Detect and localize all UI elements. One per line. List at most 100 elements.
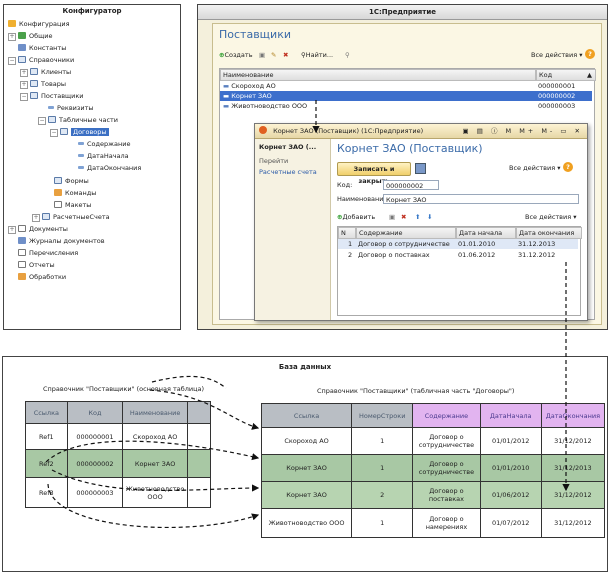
tree-catalogs[interactable]: −Справочники xyxy=(8,56,75,65)
tree-commands[interactable]: Команды xyxy=(54,188,96,199)
right-table-caption: Справочник "Поставщики" (табличная часть… xyxy=(317,387,515,395)
header-code[interactable]: Код▲ xyxy=(536,69,596,81)
all-actions-button[interactable]: Все действия ▾ xyxy=(531,51,583,59)
collapse-icon[interactable]: − xyxy=(20,93,28,101)
tree-date-end[interactable]: ДатаОкончания xyxy=(78,163,141,174)
form-sidebar: Корнет ЗАО (... Перейти Расчетные счета xyxy=(255,139,331,320)
attribute-icon xyxy=(78,154,84,157)
forms-icon xyxy=(54,177,62,184)
list-title: Поставщики xyxy=(219,28,291,41)
table-row[interactable]: ▬ Скороход АО 000000001 xyxy=(223,82,576,90)
name-label: Наименование: xyxy=(337,195,390,203)
col-end: ДатаОкончания xyxy=(540,403,606,428)
tree-templates[interactable]: Макеты xyxy=(54,200,91,211)
table-row-selected[interactable]: ▬ Корнет ЗАО 000000002 xyxy=(220,91,592,101)
tabular-icon xyxy=(48,116,56,123)
catalog-icon xyxy=(30,68,38,75)
name-field[interactable]: Корнет ЗАО xyxy=(383,194,579,204)
tree-common[interactable]: +Общие xyxy=(8,32,53,41)
tree-forms[interactable]: Формы xyxy=(54,176,89,187)
header-name[interactable]: Наименование xyxy=(220,69,536,81)
help-icon[interactable]: ? xyxy=(585,49,595,59)
templates-icon xyxy=(54,201,62,208)
database-title: База данных xyxy=(278,363,332,371)
sidebar-link-goto[interactable]: Перейти xyxy=(259,157,289,165)
collapse-icon[interactable]: − xyxy=(8,57,16,65)
contract-row[interactable]: 1 Договор о сотрудничестве 01.01.2010 31… xyxy=(338,239,578,249)
header-n[interactable]: N xyxy=(338,227,356,239)
code-label: Код: xyxy=(337,181,353,189)
form-window-title: Корнет ЗАО (Поставщик) (1С:Предприятие) xyxy=(273,127,424,135)
add-button[interactable]: ⊕Добавить xyxy=(337,213,376,221)
col-line: НомерСтроки xyxy=(351,403,414,428)
catalog-icon xyxy=(30,92,38,99)
tree-tabular-parts[interactable]: −Табличные части xyxy=(38,116,119,125)
tree-accounts[interactable]: +РасчетныеСчета xyxy=(32,213,110,222)
expand-icon[interactable]: + xyxy=(8,33,16,41)
item-icon: ▬ xyxy=(223,82,230,90)
tree-journals[interactable]: Журналы документов xyxy=(18,236,105,247)
tree-suppliers[interactable]: −Поставщики xyxy=(20,92,84,101)
move-down-icon[interactable]: ⬇ xyxy=(427,213,433,221)
tree-documents[interactable]: +Документы xyxy=(8,225,68,234)
item-icon: ▬ xyxy=(223,92,230,100)
expand-icon[interactable]: + xyxy=(8,226,16,234)
tabular-icon xyxy=(60,128,68,135)
form-all-actions-button[interactable]: Все действия ▾ xyxy=(509,164,561,172)
header-end[interactable]: Дата окончания xyxy=(516,227,582,239)
save-close-button[interactable]: Записать и закрыть xyxy=(337,162,411,185)
move-up-icon[interactable]: ⬆ xyxy=(415,213,421,221)
copy-icon[interactable]: ▣ xyxy=(259,51,266,59)
collapse-icon[interactable]: − xyxy=(38,117,46,125)
documents-icon xyxy=(18,225,26,232)
tree-processing[interactable]: Обработки xyxy=(18,272,66,283)
cancel-search-icon[interactable]: ⚲ xyxy=(345,51,350,59)
copy-row-icon[interactable]: ▣ xyxy=(389,213,396,221)
tree-goods[interactable]: +Товары xyxy=(20,80,67,89)
window-controls[interactable]: ▣ ▤ ⓘ M M+ M- ▭ ✕ xyxy=(462,127,583,135)
expand-icon[interactable]: + xyxy=(20,81,28,89)
sidebar-link-accounts[interactable]: Расчетные счета xyxy=(259,168,317,176)
find-button[interactable]: ⚲Найти... xyxy=(301,51,334,59)
tree-clients[interactable]: +Клиенты xyxy=(20,68,72,77)
tree-reports[interactable]: Отчеты xyxy=(18,260,55,271)
delete-row-icon[interactable]: ✖ xyxy=(401,213,407,221)
constants-icon xyxy=(18,44,26,51)
tree-contracts[interactable]: −Договоры xyxy=(50,128,109,137)
tree-attributes[interactable]: Реквизиты xyxy=(48,103,94,114)
delete-icon[interactable]: ✖ xyxy=(283,51,289,59)
tabular-table: Ссылка НомерСтроки Содержание ДатаНачала… xyxy=(260,403,606,538)
contract-row[interactable]: 2 Договор о поставках 01.06.2012 31.12.2… xyxy=(348,251,556,259)
enums-icon xyxy=(18,249,26,256)
expand-icon[interactable]: + xyxy=(20,69,28,77)
table-all-actions-button[interactable]: Все действия ▾ xyxy=(525,213,577,221)
tree-date-start[interactable]: ДатаНачала xyxy=(78,151,129,162)
save-icon[interactable] xyxy=(415,163,426,174)
col-start: ДатаНачала xyxy=(479,403,542,428)
tree-content[interactable]: Содержание xyxy=(78,139,130,150)
create-button[interactable]: ⊕Создать xyxy=(219,51,253,59)
common-icon xyxy=(18,32,26,39)
sort-icon: ▲ xyxy=(587,71,592,79)
collapse-icon[interactable]: − xyxy=(50,129,58,137)
config-icon xyxy=(8,20,16,27)
table-row[interactable]: ▬ Животноводство ООО 000000003 xyxy=(223,102,576,110)
form-help-icon[interactable]: ? xyxy=(563,162,573,172)
header-content[interactable]: Содержание xyxy=(356,227,456,239)
tree-root[interactable]: Конфигурация xyxy=(8,19,70,30)
code-field[interactable]: 000000002 xyxy=(383,180,439,190)
edit-icon[interactable]: ✎ xyxy=(271,51,277,59)
header-start[interactable]: Дата начала xyxy=(456,227,516,239)
tree-enums[interactable]: Перечисления xyxy=(18,248,78,259)
enterprise-title: 1С:Предприятие xyxy=(198,5,607,20)
form-heading: Корнет ЗАО (Поставщик) xyxy=(337,142,483,155)
expand-icon[interactable]: + xyxy=(32,214,40,222)
tree-constants[interactable]: Константы xyxy=(18,43,66,54)
catalog-icon xyxy=(18,56,26,63)
database-panel: База данных Справочник "Поставщики" (осн… xyxy=(2,356,608,572)
